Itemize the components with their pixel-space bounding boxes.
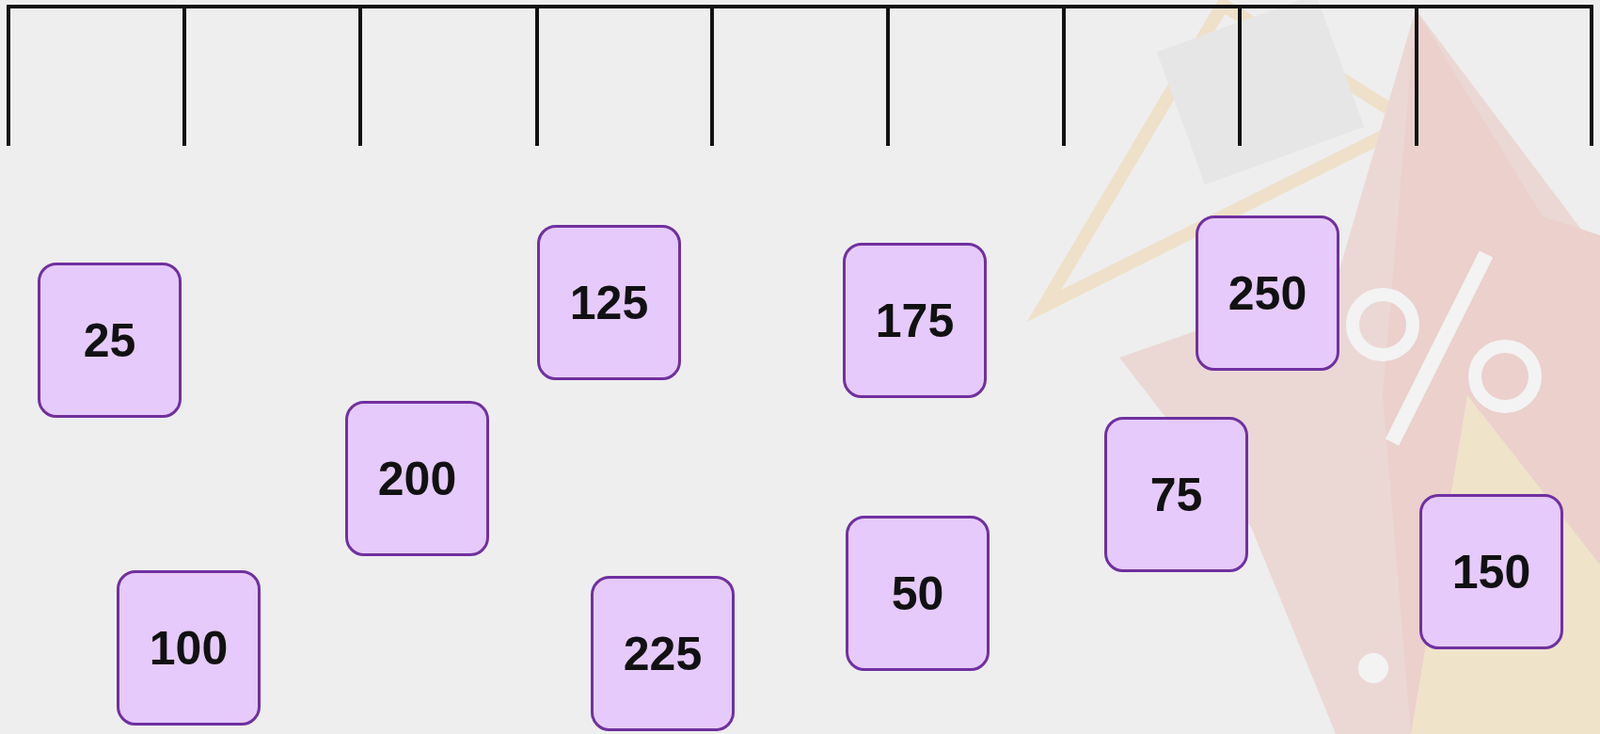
number-card: 225 [590,575,735,731]
card-number: 150 [1452,544,1531,600]
card-number: 50 [891,566,945,621]
number-card: 50 [845,515,990,671]
number-card: 100 [116,570,261,726]
number-card: 25 [37,262,182,418]
number-card: 150 [1419,493,1564,650]
number-card: 125 [537,224,682,381]
number-card: 250 [1195,215,1340,371]
card-number: 25 [83,313,137,368]
card-number: 75 [1150,467,1204,523]
number-line [6,6,1594,146]
number-card: 75 [1104,416,1249,572]
watermark-illustration [1044,0,1600,734]
card-number: 125 [570,275,649,331]
card-number: 100 [149,620,228,676]
card-number: 175 [875,293,954,349]
number-card: 200 [345,400,490,556]
card-number: 250 [1228,266,1307,321]
card-number: 225 [623,626,702,682]
card-number: 200 [378,451,457,507]
number-card: 175 [842,242,987,398]
